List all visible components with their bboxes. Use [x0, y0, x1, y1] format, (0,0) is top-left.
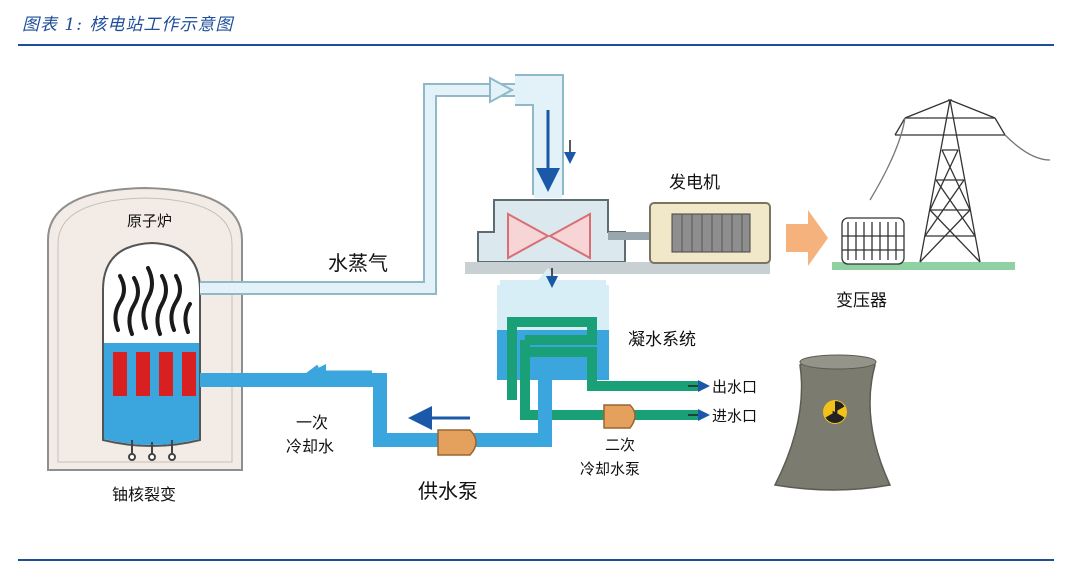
primary-coolant-pipe [200, 373, 552, 447]
turbine-housing [477, 199, 626, 263]
bottom-rule [18, 559, 1054, 561]
feed-pump-label: 供水泵 [418, 479, 478, 503]
transformer-label: 变压器 [836, 291, 887, 311]
top-rule [18, 44, 1054, 46]
turbine-base [465, 262, 770, 274]
condenser-label: 凝水系统 [628, 330, 696, 350]
generator-core [671, 213, 751, 253]
turbine-shaft [608, 232, 658, 240]
feed-water-pump [437, 429, 477, 456]
secondary-cooling-pump [603, 404, 636, 429]
containment-inner [57, 197, 233, 463]
generator-label: 发电机 [669, 173, 720, 193]
water-out-label: 出水口 [712, 378, 757, 396]
fuel-rods [113, 352, 196, 396]
fuel-rod [159, 352, 173, 396]
cooling-coil [507, 317, 700, 420]
reactor-label: 原子炉 [127, 212, 172, 230]
steam-flames [113, 266, 192, 336]
fuel-rod [113, 352, 127, 396]
cooling-tower [773, 356, 892, 491]
fission-label: 铀核裂变 [112, 485, 176, 504]
transformer-unit [841, 217, 905, 265]
transmission-tower [869, 99, 1051, 263]
power-output-arrow [786, 210, 828, 266]
steam-label: 水蒸气 [328, 251, 388, 275]
radiation-icon [823, 400, 847, 424]
water-in-label: 进水口 [712, 407, 757, 425]
turbine-rotor [507, 212, 591, 260]
steam-flow-arrow [489, 76, 515, 104]
primary-coolant-label-line2: 冷却水 [286, 437, 334, 456]
primary-coolant-label-line1: 一次 [296, 413, 328, 432]
fuel-rod [182, 352, 196, 396]
secondary-pump-label-line1: 二次 [605, 436, 635, 454]
secondary-pump-label-line2: 冷却水泵 [580, 460, 640, 478]
reactor-water [104, 343, 199, 445]
control-rods [128, 440, 176, 461]
figure-caption: 图表 1: 核电站工作示意图 [22, 15, 234, 35]
fuel-rod [136, 352, 150, 396]
